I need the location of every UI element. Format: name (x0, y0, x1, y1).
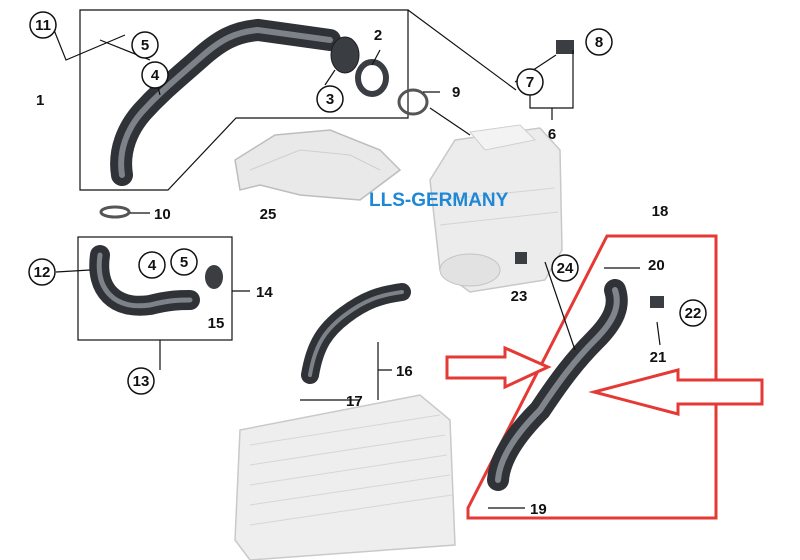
ring-part-9 (397, 88, 429, 116)
svg-text:7: 7 (526, 74, 534, 91)
svg-text:22: 22 (685, 305, 702, 322)
svg-text:20: 20 (648, 257, 665, 274)
hose-part-18 (487, 279, 628, 491)
svg-text:24: 24 (557, 260, 574, 277)
svg-text:23: 23 (511, 288, 528, 305)
sensor-part-22 (650, 296, 664, 308)
svg-text:18: 18 (652, 203, 669, 220)
callout-23: 23 (511, 288, 528, 305)
svg-text:11: 11 (35, 17, 51, 34)
svg-text:5: 5 (141, 37, 149, 54)
callout-6: 6 (548, 126, 556, 143)
svg-text:9: 9 (452, 84, 460, 101)
svg-text:19: 19 (530, 501, 547, 518)
ring-part-15 (205, 265, 223, 289)
clip-part-23 (515, 252, 527, 264)
callout-19: 19 (530, 501, 547, 518)
svg-text:10: 10 (154, 206, 171, 223)
frame-group-14 (77, 236, 233, 341)
ring-part-2 (355, 59, 389, 97)
charge-pipe-1 (110, 18, 360, 186)
callout-18: 18 (652, 203, 669, 220)
watermark-text: LLS-GERMANY (369, 190, 509, 211)
callout-13: 13 (127, 367, 155, 395)
callout-5-middle: 5 (170, 248, 198, 276)
callout-15: 15 (208, 315, 225, 332)
svg-text:8: 8 (595, 34, 603, 51)
svg-text:13: 13 (133, 373, 150, 390)
svg-text:14: 14 (256, 284, 273, 301)
callout-14: 14 (256, 284, 273, 301)
callout-12: 12 (28, 258, 56, 286)
sensor-part-8 (556, 40, 574, 54)
svg-text:16: 16 (396, 363, 413, 380)
callout-17: 17 (346, 393, 363, 410)
hose-part-13 (89, 245, 200, 316)
callout-10: 10 (154, 206, 171, 223)
arrow-right-pointer (588, 368, 764, 416)
callout-8: 8 (585, 28, 613, 56)
callout-21: 21 (650, 349, 667, 366)
svg-text:21: 21 (650, 349, 667, 366)
svg-text:15: 15 (208, 315, 225, 332)
callout-4-top: 4 (141, 61, 169, 89)
svg-text:1: 1 (36, 92, 44, 109)
svg-text:12: 12 (34, 264, 51, 281)
svg-text:17: 17 (346, 393, 363, 410)
callout-1: 1 (36, 92, 44, 109)
svg-text:4: 4 (151, 67, 160, 84)
callout-16: 16 (396, 363, 413, 380)
bracket-part-25 (234, 129, 402, 201)
svg-text:2: 2 (374, 27, 382, 44)
svg-text:5: 5 (180, 254, 188, 271)
callout-9: 9 (452, 84, 460, 101)
svg-text:6: 6 (548, 126, 556, 143)
callout-20: 20 (648, 257, 665, 274)
callout-2: 2 (374, 27, 382, 44)
callout-25: 25 (260, 206, 277, 223)
svg-text:4: 4 (148, 257, 157, 274)
callout-7: 7 (516, 68, 544, 96)
callout-22: 22 (679, 299, 707, 327)
arrow-left-pointer (445, 345, 552, 390)
callout-3: 3 (316, 85, 344, 113)
hose-part-16 (301, 283, 411, 384)
svg-text:3: 3 (326, 91, 334, 108)
svg-text:25: 25 (260, 206, 277, 223)
callout-24: 24 (551, 254, 579, 282)
intercooler (234, 394, 456, 560)
callout-5-top: 5 (131, 31, 159, 59)
seal-part-10 (99, 205, 131, 219)
callout-4-middle: 4 (138, 251, 166, 279)
air-filter-housing (429, 124, 563, 293)
callout-11: 11 (29, 11, 57, 39)
